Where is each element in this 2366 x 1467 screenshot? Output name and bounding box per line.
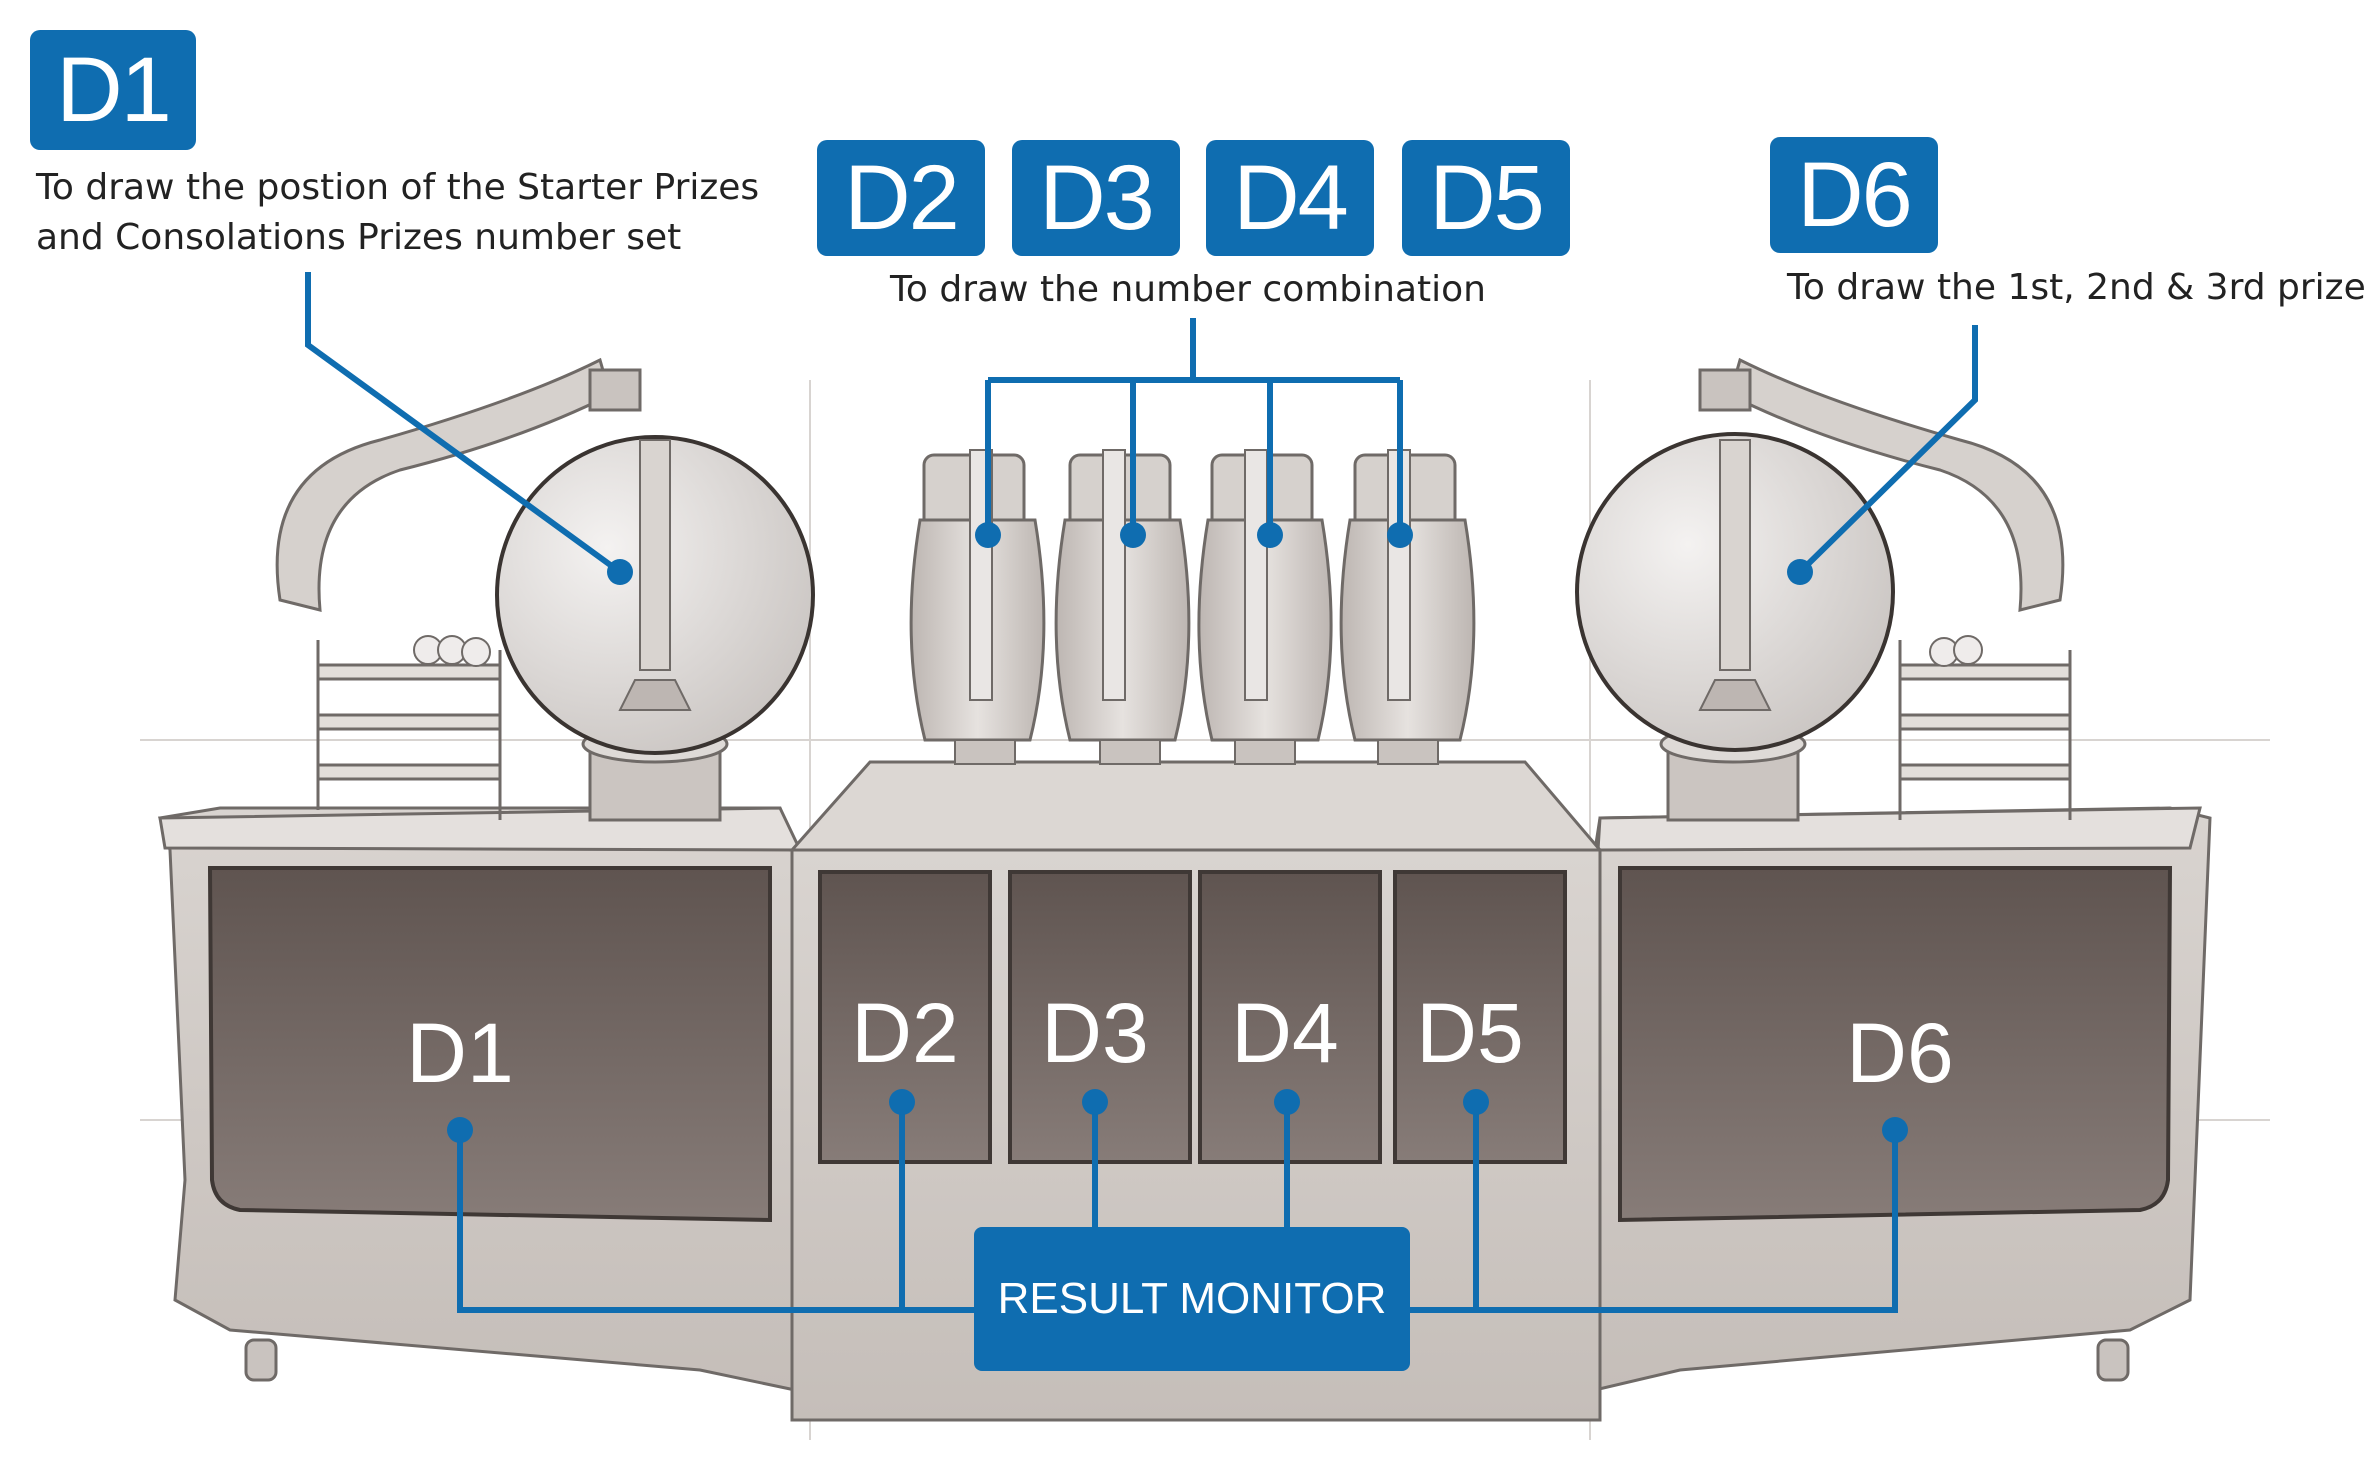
- screen-label-d3: D3: [1041, 986, 1149, 1080]
- d1-tag: D1: [30, 30, 196, 150]
- right-cabinet: [1593, 806, 2212, 1392]
- right-drawing-machine: [1575, 357, 2072, 822]
- d2-tag: D2: [817, 140, 985, 256]
- left-drawing-machine: [275, 357, 815, 822]
- callout-lines: [305, 272, 1978, 1313]
- d3-tag: D3: [1012, 140, 1180, 256]
- left-cabinet: [158, 806, 803, 1392]
- screen-label-d1: D1: [406, 1006, 514, 1100]
- d6-caption: To draw the 1st, 2nd & 3rd prize: [1787, 267, 2366, 308]
- callout-dots: [447, 522, 1908, 1143]
- screen-label-d4: D4: [1231, 986, 1339, 1080]
- result-monitor-label: RESULT MONITOR: [974, 1227, 1410, 1371]
- d5-tag: D5: [1402, 140, 1570, 256]
- screen-label-d2: D2: [851, 986, 959, 1080]
- cylinder-machine-d4: [1197, 449, 1333, 765]
- d1-caption-line1: To draw the postion of the Starter Prize…: [36, 167, 760, 208]
- screen-label-d5: D5: [1416, 986, 1524, 1080]
- d4-tag: D4: [1206, 140, 1374, 256]
- cylinder-machine-d5: [1339, 449, 1476, 765]
- center-caption: To draw the number combination: [890, 269, 1486, 310]
- cylinder-machine-d3: [1054, 449, 1191, 765]
- d6-tag: D6: [1770, 137, 1938, 253]
- cylinder-machine-d2: [909, 449, 1046, 765]
- screen-label-d6: D6: [1846, 1006, 1954, 1100]
- d1-caption-line2: and Consolations Prizes number set: [36, 217, 682, 258]
